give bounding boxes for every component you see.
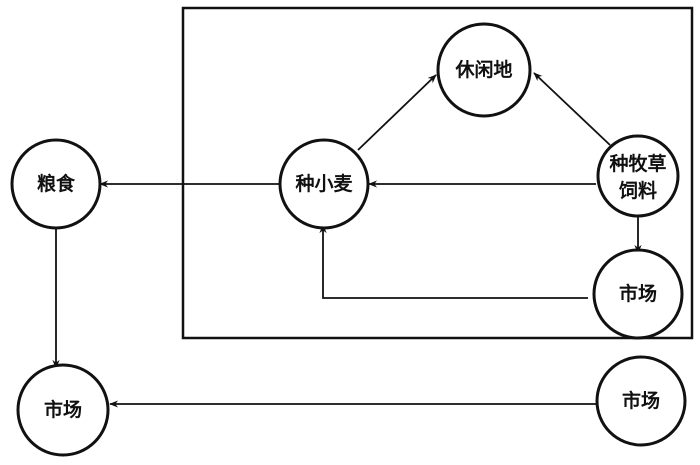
node-market-right-label: 市场 <box>622 389 660 412</box>
edge-market-inner-to-wheat <box>319 224 588 299</box>
edge-wheat-to-fallow <box>357 74 437 151</box>
node-market-inner: 市场 <box>592 248 684 340</box>
node-market-left-label: 市场 <box>44 398 82 421</box>
node-market-right: 市场 <box>595 355 687 447</box>
node-fallow-label: 休闲地 <box>454 58 512 81</box>
subsystem-frame <box>181 6 694 340</box>
node-wheat: 种小麦 <box>278 138 370 230</box>
node-grain-label: 粮食 <box>37 172 76 195</box>
node-market-left: 市场 <box>16 363 110 457</box>
node-wheat-label: 种小麦 <box>294 172 353 195</box>
node-forage-label-line1: 种牧草 <box>608 152 666 175</box>
node-forage: 种牧草 饲料 <box>596 134 680 218</box>
node-grain: 粮食 <box>10 138 102 230</box>
node-market-inner-label: 市场 <box>619 282 657 305</box>
node-forage-label-line2: 饲料 <box>618 179 657 202</box>
edge-forage-to-fallow <box>533 72 611 146</box>
node-fallow: 休闲地 <box>436 22 532 118</box>
